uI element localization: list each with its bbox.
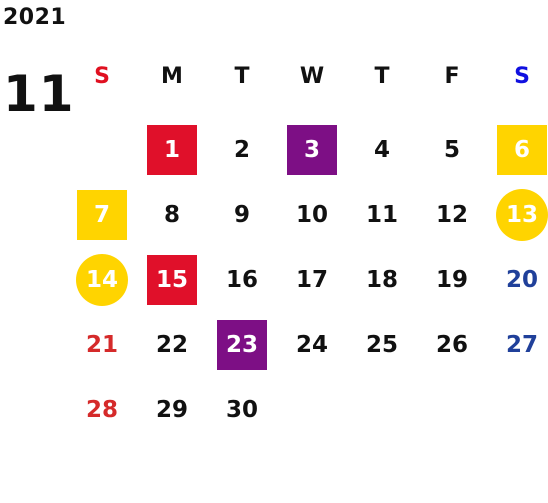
calendar-day-11[interactable]: 11 (365, 201, 398, 228)
calendar-day-empty (277, 385, 347, 435)
calendar-day-13[interactable]: 13 (487, 189, 548, 241)
weekday-header-thursday: T (374, 64, 390, 89)
calendar-day-1[interactable]: 1 (137, 125, 207, 175)
calendar-day-8[interactable]: 8 (163, 201, 180, 228)
calendar-day-empty (347, 385, 417, 435)
calendar-day-18[interactable]: 18 (365, 266, 398, 293)
calendar-day-23[interactable]: 23 (207, 320, 277, 370)
year-label: 2021 (3, 5, 67, 30)
weekday-header-friday: F (444, 64, 460, 89)
calendar-day-10[interactable]: 10 (295, 201, 328, 228)
calendar-day-20[interactable]: 20 (505, 266, 538, 293)
weekday-header-monday: M (161, 64, 183, 89)
calendar-day-24[interactable]: 24 (295, 331, 328, 358)
calendar-day-5[interactable]: 5 (443, 136, 460, 163)
calendar-day-15[interactable]: 15 (137, 255, 207, 305)
calendar-day-28[interactable]: 28 (85, 396, 118, 423)
month-label: 11 (3, 65, 75, 123)
weekday-header-tuesday: T (234, 64, 250, 89)
calendar-day-empty (417, 385, 487, 435)
calendar-day-26[interactable]: 26 (435, 331, 468, 358)
calendar-day-12[interactable]: 12 (435, 201, 468, 228)
week-row-2: 7 8 9 10 11 12 13 (67, 189, 548, 241)
calendar-day-3[interactable]: 3 (277, 125, 347, 175)
calendar-day-7[interactable]: 7 (67, 190, 137, 240)
calendar-day-30[interactable]: 30 (225, 396, 258, 423)
calendar-day-16[interactable]: 16 (225, 266, 258, 293)
week-row-3: 14 15 16 17 18 19 20 (67, 254, 548, 306)
calendar-day-25[interactable]: 25 (365, 331, 398, 358)
calendar-day-empty (487, 385, 548, 435)
week-row-1: 1 2 3 4 5 6 (67, 125, 548, 175)
calendar-day-17[interactable]: 17 (295, 266, 328, 293)
week-row-5: 28 29 30 (67, 385, 548, 435)
calendar-day-9[interactable]: 9 (233, 201, 250, 228)
weekday-header-wednesday: W (299, 64, 325, 89)
calendar-day-2[interactable]: 2 (233, 136, 250, 163)
calendar-day-27[interactable]: 27 (505, 331, 538, 358)
weekday-header-sunday: S (94, 64, 110, 89)
weekday-header-row: S M T W T F S (67, 52, 548, 102)
calendar-day-19[interactable]: 19 (435, 266, 468, 293)
weekday-header-saturday: S (514, 64, 530, 89)
calendar-day-empty (67, 125, 137, 175)
calendar-day-21[interactable]: 21 (85, 331, 118, 358)
calendar-day-14[interactable]: 14 (67, 254, 137, 306)
calendar-day-4[interactable]: 4 (373, 136, 390, 163)
week-row-4: 21 22 23 24 25 26 27 (67, 320, 548, 370)
calendar-day-6[interactable]: 6 (487, 125, 548, 175)
calendar-day-29[interactable]: 29 (155, 396, 188, 423)
calendar-day-22[interactable]: 22 (155, 331, 188, 358)
